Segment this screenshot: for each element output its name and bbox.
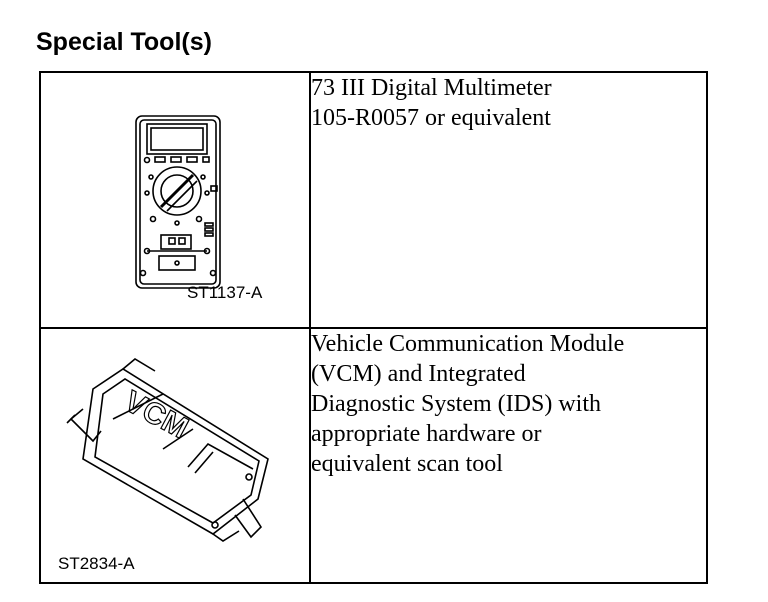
svg-text:VCM: VCM <box>119 385 193 445</box>
description-line: (VCM) and Integrated <box>311 361 526 387</box>
tool-description: 73 III Digital Multimeter 105-R0057 or e… <box>309 71 708 329</box>
description-line: 73 III Digital Multimeter <box>311 75 552 101</box>
description-line: Vehicle Communication Module <box>311 331 625 357</box>
page-title: Special Tool(s) <box>36 28 212 56</box>
description-line: equivalent scan tool <box>311 451 503 477</box>
tool-illustration-cell: ST1137-A <box>39 71 311 329</box>
tool-illustration-cell: VCM ST2834-A <box>39 327 311 584</box>
multimeter-icon <box>135 115 221 289</box>
tool-row-vcm: VCM ST2834-A Vehicle Communication Modul… <box>39 327 708 584</box>
description-line: Diagnostic System (IDS) with <box>311 391 601 417</box>
tool-row-multimeter: ST1137-A 73 III Digital Multimeter 105-R… <box>39 71 708 329</box>
description-line: appropriate hardware or <box>311 421 542 447</box>
description-line: 105-R0057 or equivalent <box>311 105 551 131</box>
special-tools-table: ST1137-A 73 III Digital Multimeter 105-R… <box>39 71 708 584</box>
tool-code: ST2834-A <box>58 554 135 573</box>
tool-description: Vehicle Communication Module (VCM) and I… <box>309 327 708 584</box>
tool-code: ST1137-A <box>187 283 263 302</box>
vcm-module-icon: VCM <box>66 358 269 542</box>
